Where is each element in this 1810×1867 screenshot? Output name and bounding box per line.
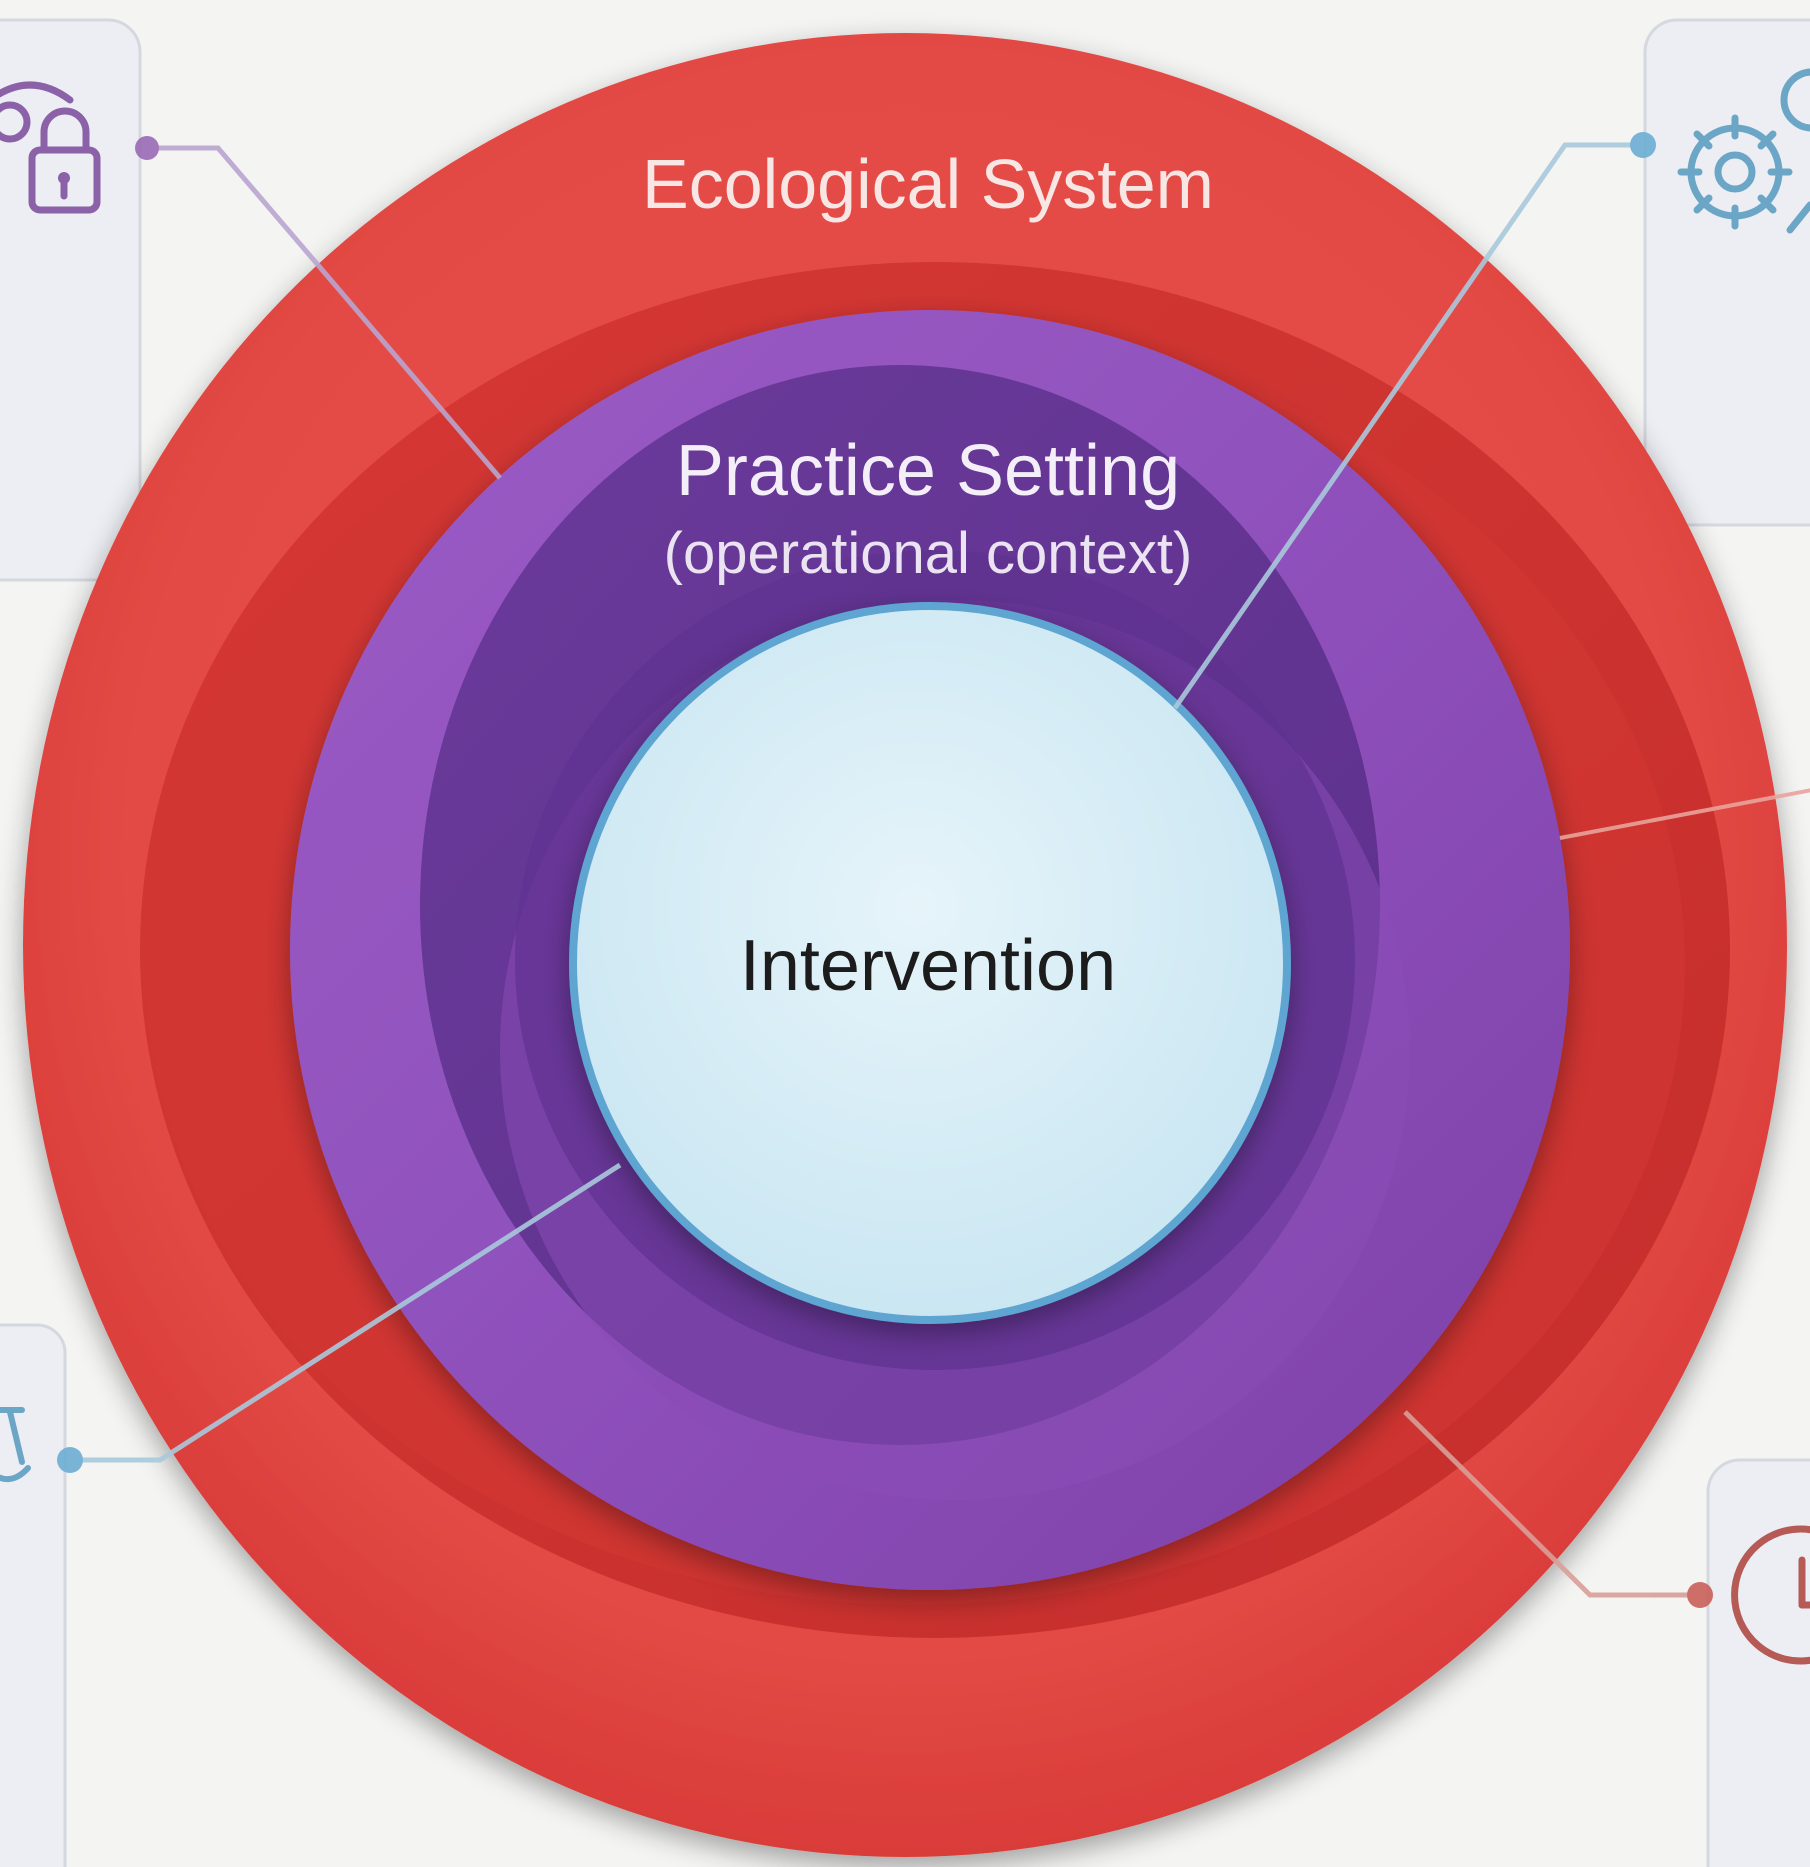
connector-right-middle <box>1559 788 1810 840</box>
card-bottom-left <box>0 1323 67 1867</box>
connector-top-left <box>135 136 502 480</box>
card-bottom-right <box>1706 1458 1810 1867</box>
connector-bottom-left <box>57 1162 622 1473</box>
middle-ring-label: Practice Setting <box>676 431 1180 511</box>
inner-circle-intervention <box>569 602 1291 1324</box>
connector-bottom-right <box>1403 1410 1713 1608</box>
middle-ring-sublabel: (operational context) <box>664 521 1193 586</box>
inner-circle-label: Intervention <box>740 926 1116 1006</box>
eye-lock-icon <box>0 81 101 214</box>
card-top-left <box>0 18 142 582</box>
clock-icon <box>1731 1525 1810 1665</box>
outer-ring-label: Ecological System <box>642 145 1214 223</box>
gears-icon <box>1677 68 1810 234</box>
balance-scale-icon <box>0 1407 31 1482</box>
connector-top-right <box>1172 132 1656 710</box>
